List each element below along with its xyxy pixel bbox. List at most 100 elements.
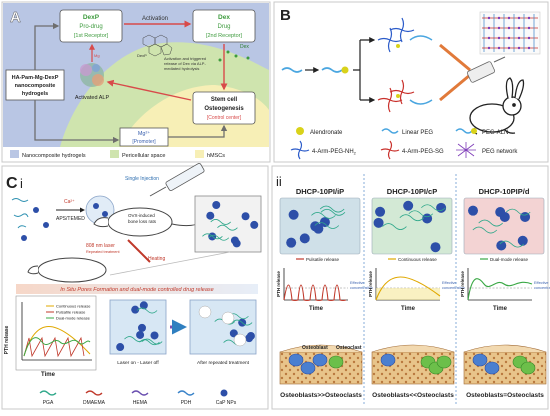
mech-note-1: Activation and triggered xyxy=(164,56,206,61)
sg-dot xyxy=(396,94,400,98)
activation-label: Activation xyxy=(142,16,168,22)
column-outcome: Osteoblasts>>Osteoclasts xyxy=(280,392,362,399)
column-particle xyxy=(422,213,433,224)
release-legend-label: Pulsatile release xyxy=(306,257,340,262)
column-particle xyxy=(373,217,384,228)
release-chart-x: Time xyxy=(41,372,56,378)
legend-linear-peg: Linear PEG xyxy=(402,130,433,136)
release-curve xyxy=(283,284,347,302)
polymer-chain xyxy=(231,319,253,326)
column-particle xyxy=(495,207,506,218)
chart-y-label: PTH release xyxy=(368,271,373,297)
pore xyxy=(221,311,235,325)
gel-after-box xyxy=(189,299,257,355)
cap-particle xyxy=(131,305,140,314)
aps-label: APS/TEMED xyxy=(56,216,85,222)
osteoclast-label: Osteoclast xyxy=(336,345,362,351)
column-chain xyxy=(421,204,446,212)
osteoclast-cell xyxy=(436,355,452,369)
polymer-chain xyxy=(139,339,160,346)
panel-b-legend: Alendronate Linear PEG PEG-ALN 4-Arm-PEG… xyxy=(290,127,518,160)
release-curve xyxy=(467,278,533,301)
bone-surface xyxy=(371,344,455,353)
legend-alendronate: Alendronate xyxy=(310,130,343,136)
polymer-chain xyxy=(202,233,223,240)
ca-label: Ca²⁺ xyxy=(64,199,75,205)
network-node xyxy=(517,36,521,40)
osteoclast-cell xyxy=(520,361,536,375)
legend-peg-aln-icon xyxy=(455,128,473,134)
gel-before-particles xyxy=(116,301,163,352)
cap-particle xyxy=(137,323,146,332)
legend-network: PEG network xyxy=(482,149,518,155)
network-node xyxy=(507,16,511,20)
series-dual xyxy=(23,337,91,357)
chart-y-label: PTH release xyxy=(460,271,465,297)
steroid-molecule-icon xyxy=(142,34,173,57)
panel-c-letter: C xyxy=(6,175,18,192)
pore xyxy=(198,305,212,319)
release-chart-y: PTH release xyxy=(4,325,10,354)
column-chain xyxy=(382,223,407,230)
column-chain xyxy=(319,205,345,213)
monomer-dots xyxy=(21,207,49,241)
dexp-small-label: DexP xyxy=(137,53,147,58)
network-node xyxy=(487,36,491,40)
network-node xyxy=(527,26,531,30)
osteoblast-cell xyxy=(300,361,316,375)
polymer-chain xyxy=(136,307,158,314)
column-particle xyxy=(375,206,386,217)
dexp-box xyxy=(59,9,123,43)
column-chain xyxy=(399,214,425,222)
column-title: DHCP-10PI/cP xyxy=(387,187,437,196)
column-chain xyxy=(499,240,525,248)
monomer-scribbles xyxy=(11,198,29,229)
polymer-chain xyxy=(210,219,231,225)
arrow-stem-to-alp xyxy=(106,79,192,101)
mg-sub: [Promoter] xyxy=(132,139,156,145)
legend-dmaema-icon xyxy=(85,390,103,396)
laser-line1: 808 nm laser xyxy=(86,243,115,249)
release-curve xyxy=(375,276,441,301)
column-outcome: Osteoblasts<<Osteoclasts xyxy=(372,392,454,399)
legend-swatch-hydrogel xyxy=(10,150,19,158)
legend-hema-icon xyxy=(131,390,149,396)
column-chain xyxy=(314,222,340,229)
legend-sg-icon xyxy=(380,140,400,160)
cap-particle xyxy=(206,211,215,220)
legend-pga: PGA xyxy=(43,400,54,406)
legend-dmaema: DMAEMA xyxy=(83,400,106,406)
dex-small-label: Dex xyxy=(240,44,249,50)
network-node xyxy=(517,46,521,50)
gel-particle-2 xyxy=(102,211,108,217)
stem-line2: Osteogenesis xyxy=(204,106,244,112)
column-particle xyxy=(299,233,310,244)
panel-cii-roman: ii xyxy=(276,174,282,189)
release-legend-label: Continuous release xyxy=(398,257,437,262)
chart-y-label: PTH release xyxy=(276,271,281,297)
network-node xyxy=(527,46,531,50)
rat-lower-icon xyxy=(27,257,107,283)
arrow-mg-to-stem xyxy=(168,124,228,138)
gel-after-particles xyxy=(198,305,255,347)
release-banner-text: In Situ Pores Formation and dual-mode co… xyxy=(60,287,213,293)
polymer-chain xyxy=(124,336,145,342)
hydrogel-box xyxy=(5,69,65,101)
stem-line1: Stem cell xyxy=(211,97,238,103)
ovx-line1: OVX-induced xyxy=(128,213,155,218)
legend-alendronate-icon xyxy=(296,127,304,135)
legend-label-pericellular: Pericellular space xyxy=(122,153,165,159)
panel-b-letter: B xyxy=(280,7,291,24)
dexp-line1: Pro-drug xyxy=(79,24,102,30)
osteoblast-label: Osteoblast xyxy=(302,345,328,351)
dex-title: Dex xyxy=(218,14,230,21)
column-particle xyxy=(468,205,479,216)
panel-a: A DexP Pro-drug [1st Receptor] Activatio… xyxy=(1,1,271,163)
legend-mode-label: Pulsatile release xyxy=(56,310,86,315)
bone-surface xyxy=(463,344,547,353)
column-title: DHCP-10PIP/d xyxy=(479,187,530,196)
ovx-line2: bone loss rats xyxy=(128,219,157,224)
syringe-icon xyxy=(439,43,506,102)
release-legend-label: Dual-mode release xyxy=(490,257,529,262)
